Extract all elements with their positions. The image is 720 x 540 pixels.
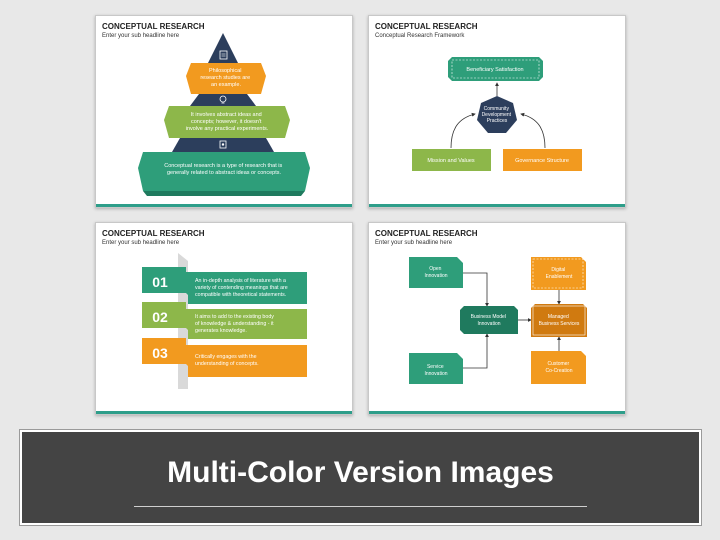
- arrow-right: [520, 112, 546, 149]
- box-open-innovation: [409, 257, 463, 288]
- open-innovation-label: Open Innovation: [424, 266, 447, 279]
- digital-enablement-label: Digital Enablement: [546, 267, 573, 280]
- list-text-1: An in-depth analysis of literature with …: [195, 278, 289, 298]
- slide-flow[interactable]: CONCEPTUAL RESEARCH Enter your sub headl…: [368, 222, 626, 415]
- center-heptagon: [477, 96, 517, 133]
- arrow-left: [450, 112, 476, 149]
- box-beneficiary: [448, 57, 543, 81]
- list-number-3: 03: [152, 345, 168, 361]
- slide-title: CONCEPTUAL RESEARCH: [102, 22, 205, 31]
- banner-title: Multi-Color Version Images: [167, 456, 554, 489]
- slide-pyramid[interactable]: CONCEPTUAL RESEARCH Enter your sub headl…: [95, 15, 353, 208]
- bulb-icon: [219, 95, 227, 104]
- box-customer-cocreation: [531, 351, 586, 384]
- box-mission: [412, 149, 491, 171]
- list-number-2: 02: [152, 309, 168, 325]
- flow-diagram: Open Innovation Service Innovation Busin…: [409, 257, 587, 384]
- slide-numbered-list[interactable]: CONCEPTUAL RESEARCH Enter your sub headl…: [95, 222, 353, 415]
- list-tab-1: [142, 267, 186, 293]
- list-number-1: 01: [152, 274, 168, 290]
- beneficiary-label: Beneficiary Satisfaction: [466, 67, 523, 73]
- pyramid-tier-3-shadow: [143, 191, 305, 196]
- mission-label: Mission and Values: [427, 158, 475, 164]
- pyramid-apex: [208, 33, 238, 63]
- banner: Multi-Color Version Images: [19, 429, 702, 526]
- slide-framework[interactable]: CONCEPTUAL RESEARCH Conceptual Research …: [368, 15, 626, 208]
- box-managed-services: [531, 304, 587, 337]
- box-service-innovation: [409, 353, 463, 384]
- slide-title: CONCEPTUAL RESEARCH: [375, 229, 478, 238]
- slide-subtitle: Enter your sub headline here: [375, 240, 453, 246]
- list-item-1: [186, 272, 307, 304]
- list-tab-2: [142, 302, 186, 328]
- pyramid-tier-1: [186, 63, 266, 94]
- slide-title: CONCEPTUAL RESEARCH: [102, 229, 205, 238]
- service-innovation-label: Service Innovation: [424, 364, 447, 377]
- customer-cocreation-label: Customer Co-Creation: [546, 361, 573, 374]
- managed-services-label: Managed Business Services: [539, 314, 580, 327]
- tier-2-text: It involves abstract ideas and concepts;…: [186, 112, 269, 132]
- connector-service: [463, 333, 489, 369]
- document-icon: [219, 50, 228, 60]
- slide-title: CONCEPTUAL RESEARCH: [375, 22, 478, 31]
- banner-underline: [134, 506, 587, 507]
- pyramid-tier-3: [138, 152, 310, 191]
- governance-label: Governance Structure: [515, 158, 569, 164]
- list-text-2: It aims to add to the existing body of k…: [195, 314, 275, 334]
- gear-icon: [219, 140, 227, 149]
- business-model-label: Business Model Innovation: [471, 314, 508, 327]
- numbered-list-diagram: 01 An in-depth analysis of literature wi…: [142, 253, 307, 389]
- slide-subtitle: Enter your sub headline here: [102, 240, 180, 246]
- slide-subtitle: Enter your sub headline here: [102, 33, 180, 39]
- tier-3-text: Conceptual research is a type of researc…: [164, 163, 284, 176]
- list-item-2: [186, 309, 307, 339]
- box-business-model: [460, 306, 518, 334]
- list-item-3: [186, 345, 307, 377]
- connector-open: [463, 272, 489, 307]
- list-tab-3: [142, 338, 186, 364]
- center-label: Community Development Practices: [482, 106, 513, 124]
- slide-subtitle: Conceptual Research Framework: [375, 33, 465, 39]
- box-digital-enablement: [531, 257, 586, 290]
- pyramid-band-1: [190, 94, 256, 106]
- tier-1-text: Philosophical research studies are an ex…: [200, 68, 251, 88]
- box-governance: [503, 149, 582, 171]
- framework-diagram: Beneficiary Satisfaction Community Devel…: [412, 57, 582, 171]
- list-text-3: Critically engages with the understandin…: [195, 354, 259, 367]
- pyramid-diagram: Philosophical research studies are an ex…: [138, 33, 310, 196]
- pyramid-tier-2: [164, 106, 290, 138]
